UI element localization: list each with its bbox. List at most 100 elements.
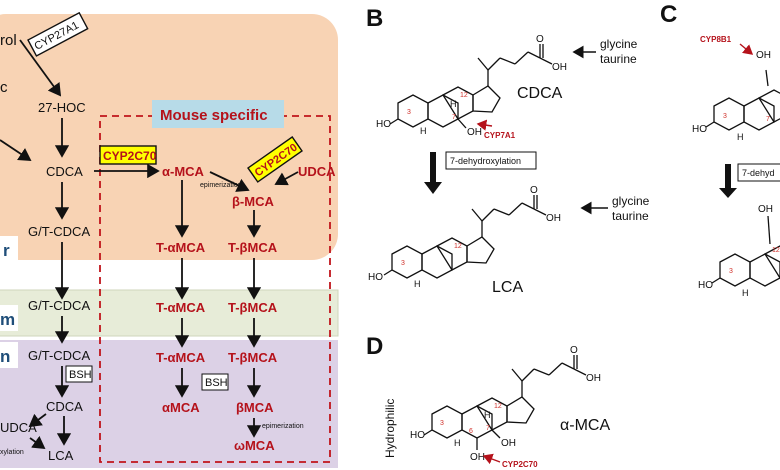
dehydroxylation-box xyxy=(445,151,537,170)
amca-num-7: 7 xyxy=(486,425,490,432)
lca-o-label: O xyxy=(530,185,538,196)
dehydroxylation-arrow-head xyxy=(424,182,442,194)
colon-region xyxy=(0,340,338,468)
amca-num-12: 12 xyxy=(494,403,502,410)
c-ho-top: HO xyxy=(692,124,707,135)
c-dehyd-arrow-head xyxy=(719,188,737,198)
cyp2c70-label-1: CYP2C70 xyxy=(103,149,157,163)
panel-b-letter: B xyxy=(366,5,383,32)
amca-oh-6: OH xyxy=(470,452,485,463)
cyp8b1-label: CYP8B1 xyxy=(700,35,732,44)
cdca-structure xyxy=(389,44,553,129)
amca-h-1: H xyxy=(484,410,491,420)
cdca-label: CDCA xyxy=(46,164,83,179)
liver-label-box xyxy=(0,236,18,262)
intestine-label-box xyxy=(0,305,18,331)
mouse-specific-header xyxy=(152,100,284,128)
c-ho-bottom: HO xyxy=(698,280,713,291)
glycine-label-1: glycine xyxy=(600,37,638,51)
tbmca-liver: T-βMCA xyxy=(228,240,278,255)
amca-o-label: O xyxy=(570,345,578,356)
cdca-label: CDCA xyxy=(517,85,563,102)
intestine-label: m xyxy=(0,310,15,329)
amca-label: α-MCA xyxy=(162,164,205,179)
cdca-o-label: O xyxy=(536,34,544,45)
amca-oh-7: OH xyxy=(501,438,516,449)
amca-structure xyxy=(423,355,587,450)
amca-num-3: 3 xyxy=(440,420,444,427)
panel-c-letter: C xyxy=(660,1,677,28)
cdca-num-7: 7 xyxy=(452,114,456,121)
epimerization-label-1: epimerization xyxy=(200,182,242,189)
tbmca-colon: T-βMCA xyxy=(228,350,278,365)
arrow-chol-to-hoc xyxy=(19,39,62,97)
c-num-3-bottom: 3 xyxy=(729,268,733,275)
cyp2c70-d-label: CYP2C70 xyxy=(502,460,538,469)
arrow-cdca-to-udca xyxy=(28,413,47,428)
amca-ho-label: HO xyxy=(410,430,425,441)
epimerization-label-2: epimerization xyxy=(262,423,304,430)
bmca-label: β-MCA xyxy=(232,194,274,209)
liver-label: r xyxy=(3,241,10,260)
c-oh-top: OH xyxy=(756,50,771,61)
lca-num-3: 3 xyxy=(401,260,405,267)
cdca-num-12: 12 xyxy=(460,92,468,99)
lca-colon-label: LCA xyxy=(48,448,74,463)
lca-label: LCA xyxy=(492,279,523,296)
cyp2c70-box-1 xyxy=(99,145,157,165)
c-dehyd-arrow-stem xyxy=(725,164,731,188)
colon-label-box xyxy=(0,342,18,368)
udca-colon-label: UDCA xyxy=(0,420,37,435)
lca-structure xyxy=(383,195,547,279)
gt-cdca-intestine: G/T-CDCA xyxy=(28,298,90,313)
lca-num-12: 12 xyxy=(454,243,462,250)
c-h-top: H xyxy=(737,132,744,142)
cdca-ho-label: HO xyxy=(376,119,391,130)
c-dehyd-label: 7-dehyd xyxy=(742,168,775,178)
amca-h-2: H xyxy=(454,438,461,448)
colon-label: n xyxy=(0,347,10,366)
dehydroxylation-fragment: xylation xyxy=(0,449,24,456)
c-num-12-bottom: 12 xyxy=(772,247,780,254)
oxysterol-label: c xyxy=(0,79,8,96)
mouse-specific-title: Mouse specific xyxy=(160,107,268,124)
c-num-7-top: 7 xyxy=(766,116,770,123)
hoc-label: 27-HOC xyxy=(38,100,86,115)
c-num-3-top: 3 xyxy=(723,113,727,120)
tamca-intestine: T-αMCA xyxy=(156,300,206,315)
cdca-h-2: H xyxy=(420,126,427,136)
amca-num-6: 6 xyxy=(469,428,473,435)
lca-ho-label: HO xyxy=(368,272,383,283)
cdca-colon-label: CDCA xyxy=(46,399,83,414)
arrow-udca-to-bmca xyxy=(274,171,299,186)
bsh-box-right xyxy=(201,373,229,391)
gt-cdca-colon: G/T-CDCA xyxy=(28,348,90,363)
cyp2c70-d-arrow xyxy=(482,453,501,465)
arrow-amca-to-bmca xyxy=(209,171,250,192)
bsh-label-right: BSH xyxy=(205,377,228,389)
c-oh-bottom: OH xyxy=(758,204,773,215)
amca-oh-acid: OH xyxy=(586,373,601,384)
amca-final-label: αMCA xyxy=(162,400,200,415)
cholesterol-label: rol xyxy=(0,32,17,49)
panel-a: r m n rol c CYP27A1 27-HOC CDCA G/T-CDCA… xyxy=(0,11,339,468)
cdca-oh-acid: OH xyxy=(552,62,567,73)
cdca-h-1: H xyxy=(450,99,457,109)
omca-label: ωMCA xyxy=(234,438,275,453)
cyp8b1-arrow xyxy=(739,43,754,55)
dehydroxylation-label: 7-dehydroxylation xyxy=(450,156,521,166)
taurine-label-1: taurine xyxy=(600,52,637,66)
cdca-num-3: 3 xyxy=(407,109,411,116)
tamca-liver: T-αMCA xyxy=(156,240,206,255)
c-structure-top xyxy=(705,69,780,131)
panel-d: D Hydrophilic O OH HO OH OH H H 3 6 xyxy=(366,333,610,469)
panel-d-letter: D xyxy=(366,333,383,360)
tbmca-intestine: T-βMCA xyxy=(228,300,278,315)
bsh-label-left: BSH xyxy=(69,369,92,381)
lca-h-label: H xyxy=(414,279,421,289)
cdca-oh-label: OH xyxy=(467,127,482,138)
arrow-side-to-cdca xyxy=(0,139,32,161)
c-h-bottom: H xyxy=(742,288,749,298)
